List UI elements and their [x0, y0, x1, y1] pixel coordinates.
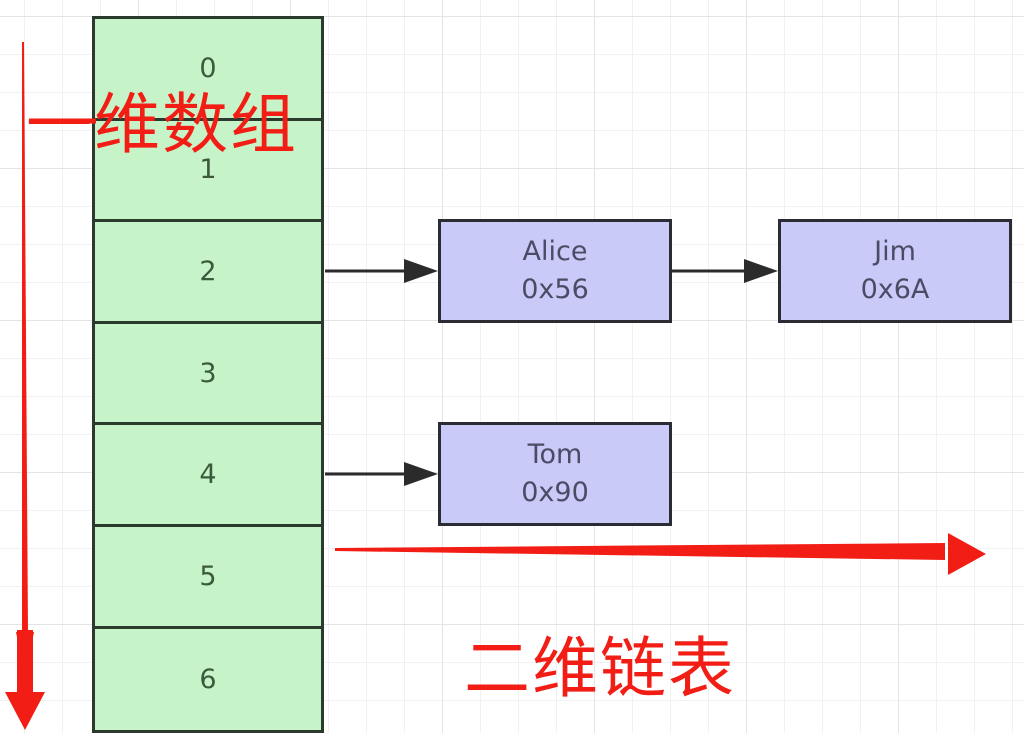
array-cell-1: 1	[95, 121, 321, 223]
node-alice: Alice 0x56	[438, 219, 672, 323]
horizontal-red-arrow	[335, 533, 986, 575]
array-cell-4: 4	[95, 425, 321, 527]
label-two-dimensional-linked-list: 二维链表	[464, 630, 736, 707]
array-cell-5: 5	[95, 527, 321, 629]
array-cell-0: 0	[95, 19, 321, 121]
array-cell-2: 2	[95, 222, 321, 324]
node-jim-name: Jim	[874, 236, 916, 267]
node-jim-address: 0x6A	[860, 274, 930, 305]
node-tom-address: 0x90	[521, 477, 589, 508]
link-arrow-4-to-tom	[325, 462, 438, 486]
link-arrow-2-to-alice	[325, 259, 438, 283]
node-jim: Jim 0x6A	[778, 219, 1012, 323]
node-tom-name: Tom	[527, 439, 583, 470]
node-tom: Tom 0x90	[438, 422, 672, 526]
array-cell-6: 6	[199, 663, 217, 695]
link-arrow-alice-to-jim	[672, 259, 778, 283]
array-column: 0 1 2 3 4 5 6	[92, 16, 324, 733]
label-one-dimensional-array: 一维数组	[26, 86, 298, 163]
node-alice-name: Alice	[522, 236, 588, 267]
array-cell-3: 3	[95, 324, 321, 426]
node-alice-address: 0x56	[521, 274, 589, 305]
